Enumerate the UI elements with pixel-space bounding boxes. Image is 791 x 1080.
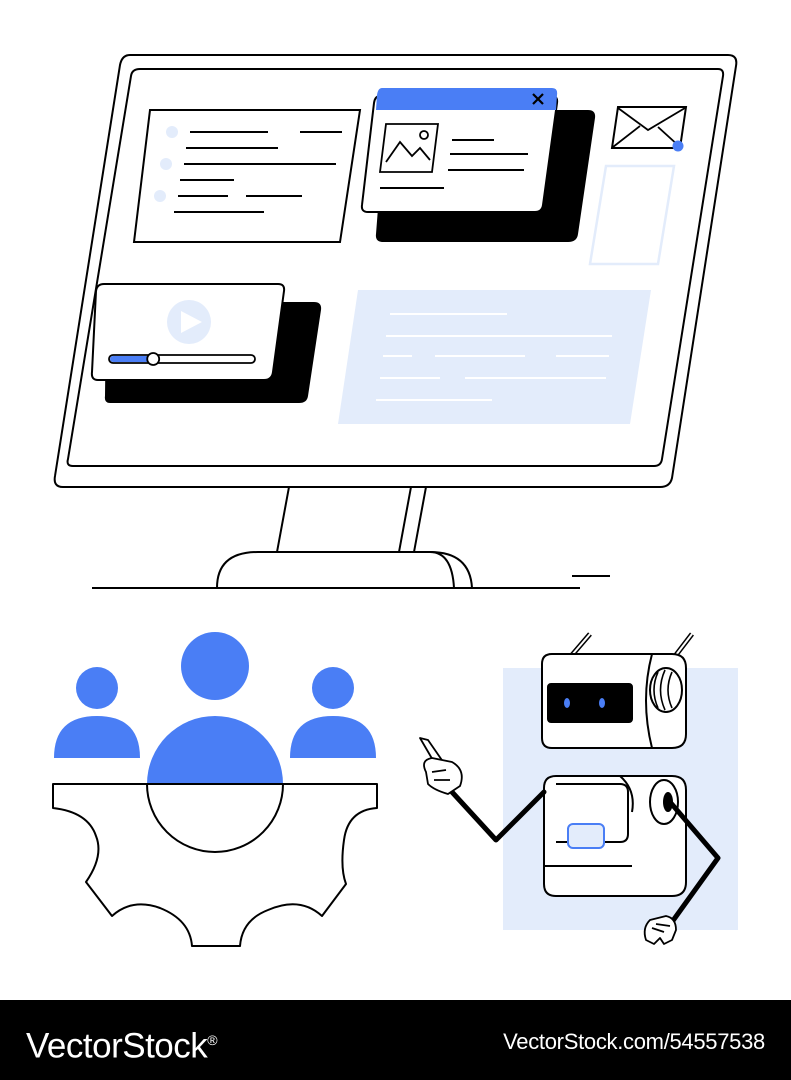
mail-icon — [610, 106, 688, 152]
brand-logo: VectorStock® — [26, 1018, 218, 1069]
robot-open-hand — [643, 915, 677, 945]
monitor-base — [216, 551, 473, 589]
video-player-card — [90, 283, 322, 403]
close-icon[interactable] — [532, 93, 544, 105]
monitor-base-back — [429, 551, 455, 589]
watermark-footer: VectorStock® VectorStock.com/54557538 — [0, 1000, 791, 1080]
play-icon[interactable] — [167, 300, 211, 344]
stock-image-id: VectorStock.com/54557538 — [503, 1029, 765, 1054]
illustration-scene — [52, 54, 738, 947]
user-icon-left — [54, 667, 140, 758]
monitor-neck — [276, 486, 427, 553]
monitor-screen — [66, 68, 725, 467]
video-progress-handle[interactable] — [146, 352, 161, 366]
text-content-block — [338, 290, 651, 424]
robot-arms — [449, 789, 721, 925]
robot-pointing-hand — [419, 737, 463, 795]
text-document-panel — [132, 109, 362, 243]
video-progress-bar[interactable] — [108, 352, 256, 366]
image-window-card — [360, 88, 596, 242]
video-progress-fill — [110, 356, 154, 362]
brand-name: VectorStock — [26, 1026, 208, 1066]
gear-icon — [52, 783, 378, 947]
robot-body — [543, 775, 687, 897]
user-icon-center — [146, 632, 284, 853]
trademark-symbol: ® — [207, 1032, 218, 1048]
image-icon — [378, 123, 440, 173]
robot-icon — [419, 632, 738, 945]
desk-line — [92, 575, 610, 589]
user-icon-right — [290, 667, 376, 758]
team-gear-group — [52, 632, 378, 947]
empty-frame — [588, 164, 676, 266]
robot-head — [541, 632, 694, 749]
image-window-titlebar — [376, 88, 558, 110]
